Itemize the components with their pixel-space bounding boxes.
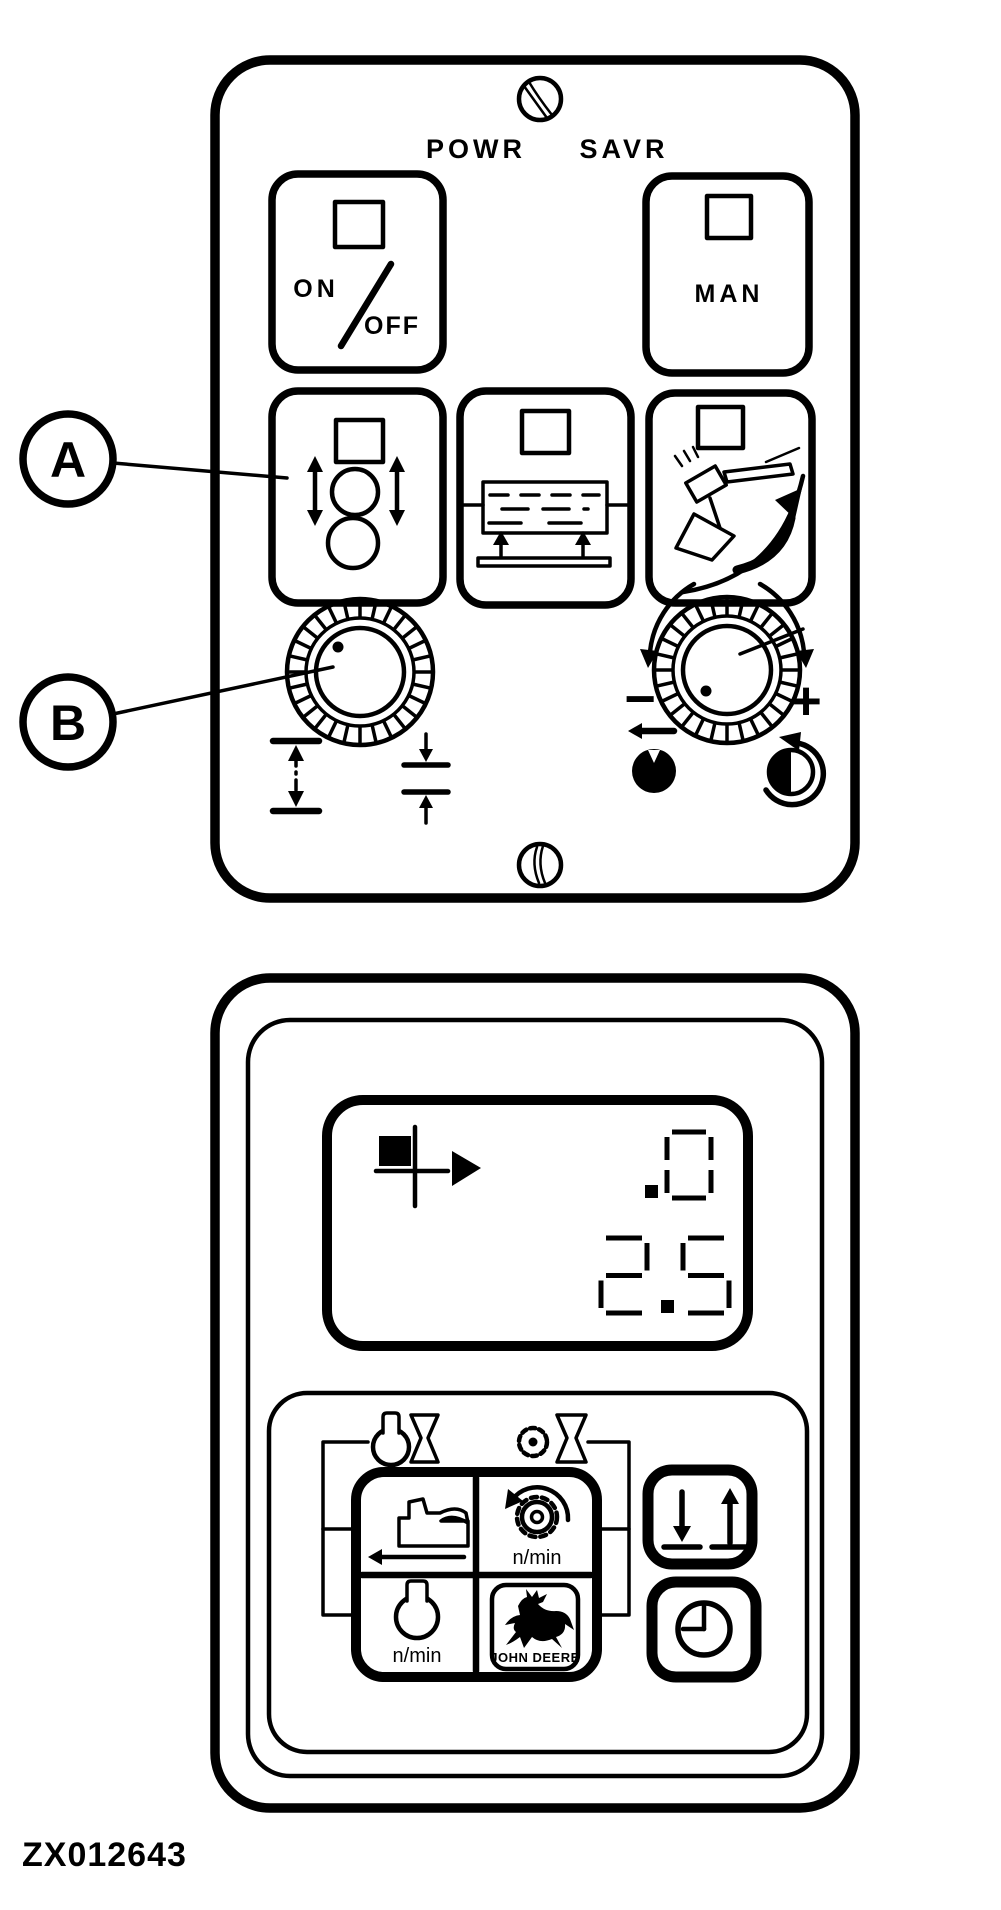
minus-label: − [624,669,656,729]
callout-a: A [19,410,289,508]
bale-size-rollers-button[interactable] [268,387,447,607]
indicator-window [332,199,386,250]
rollers-updown-icon [307,456,405,571]
brand-mode-button[interactable]: JOHN DEERE [489,1582,581,1672]
lower-raise-button[interactable] [642,1464,758,1570]
bale-chamber-icon [459,480,631,568]
knife-sharpen-button[interactable] [645,389,816,607]
callout-b-leader [111,665,335,716]
panel-title-left: POWR [426,134,526,164]
knob-ridges [655,598,799,742]
leader-mark [764,446,801,464]
indicator-window [333,417,386,465]
rotate-left-arrow-icon [640,581,697,668]
on-label: ON [293,275,339,303]
callout-b: B [19,665,335,771]
monitor-face-plate [245,1017,825,1779]
manual-mode-button[interactable]: MAN [642,172,813,377]
knife-sharpen-icon [673,445,806,595]
hourglass-icon [409,1413,440,1464]
monitor-panel-body [210,973,860,1813]
top-panel-body [210,55,860,903]
brand-label: JOHN DEERE [490,1650,580,1665]
knob-position-half-icon[interactable] [763,732,827,808]
screw-icon [516,841,564,889]
indicator-window [519,408,572,456]
pto-speed-mode-button[interactable]: n/min [505,1485,571,1569]
indicator-window [695,404,746,451]
engine-speed-mode-button[interactable]: n/min [393,1579,442,1667]
panel-title-right: SAVR [579,134,668,164]
bulb-icon [393,1579,441,1641]
knob-pointer-dot [700,685,712,697]
gear-rotation-icon [505,1485,571,1540]
timer-button[interactable] [646,1576,762,1683]
bale-height-range-icon [269,737,323,815]
man-label: MAN [695,280,764,308]
slash-icon [337,260,395,350]
knob-pointer-dot [332,641,344,653]
top-panel-drawing: POWR SAVR ON OFF MAN [19,55,860,903]
rpm-label: n/min [513,1547,562,1569]
mode-select-grid: n/min n/min JOHN DEERE [351,1467,602,1682]
figure-code: ZX012643 [22,1836,187,1874]
callout-b-label: B [50,695,86,751]
knob-position-full-icon[interactable] [628,723,678,793]
deere-logo-icon [505,1589,574,1648]
callout-a-leader [111,461,289,480]
indicator-window [704,193,754,241]
keypad-area [266,1390,810,1755]
bale-height-min-icon [401,732,451,825]
density-adjust-knob[interactable] [651,594,805,746]
balloon-icon [370,1411,412,1468]
bale-chamber-button[interactable] [456,387,635,609]
rotate-right-arrow-icon [757,581,814,668]
off-label: OFF [364,312,420,340]
ground-speed-mode-button[interactable] [368,1497,470,1565]
rpm-label: n/min [393,1645,442,1667]
on-off-button[interactable]: ON OFF [268,170,447,374]
bale-flake-icon [373,1124,481,1209]
lower-raise-icon [661,1488,751,1550]
callout-a-label: A [50,432,86,488]
knob-pointer-line [738,627,805,656]
monitor-panel-drawing: n/min n/min JOHN DEERE [210,973,860,1813]
screw-icon [516,75,564,123]
lcd-top-value [645,1129,714,1201]
hourglass-icon [555,1413,588,1464]
lcd-display [322,1095,753,1351]
sprocket-icon [516,1425,550,1459]
plus-label: + [790,671,822,731]
harvester-icon [397,1497,470,1548]
knob-ridges [288,600,432,744]
lcd-bottom-value [598,1235,732,1316]
clock-icon [675,1600,733,1658]
